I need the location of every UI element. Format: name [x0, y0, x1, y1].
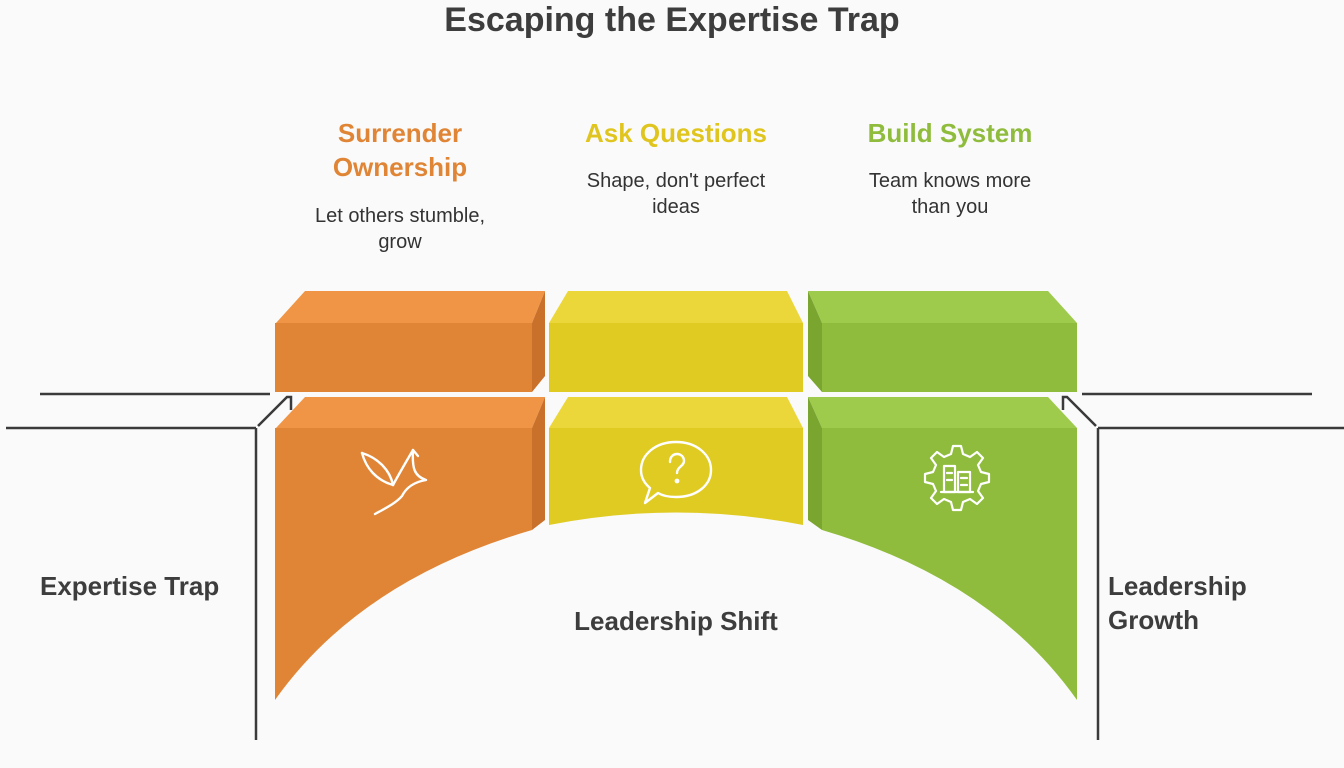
right-label-line: Growth [1108, 605, 1199, 635]
step-title-line: Surrender [337, 118, 463, 148]
step-title-line: Ownership [332, 152, 468, 182]
step-title-build-system: Build System [823, 116, 1077, 150]
gear-building-icon [923, 444, 991, 512]
right-bracket [1061, 395, 1097, 427]
ground-lines [6, 392, 1344, 740]
step-desc-line: Team knows more [868, 170, 1032, 192]
step-desc-line: Shape, don't perfect [586, 170, 766, 192]
step-desc-ask-questions: Shape, don't perfect ideas [549, 168, 803, 220]
ask-questions-top-block [549, 291, 803, 392]
step-desc-line: grow [378, 231, 422, 253]
step-title-surrender-ownership: Surrender Ownership [275, 116, 525, 184]
step-desc-line: Let others stumble, [314, 205, 486, 227]
question-bubble-icon [639, 440, 713, 505]
left-label-expertise-trap: Expertise Trap [40, 571, 220, 601]
surrender-ownership-arch-block [275, 397, 545, 700]
step-title-line: Ask Questions [584, 118, 768, 148]
page-title: Escaping the Expertise Trap [444, 1, 900, 39]
step-desc-build-system: Team knows more than you [823, 168, 1077, 220]
bird-icon [360, 448, 428, 516]
left-bracket [257, 395, 293, 427]
right-label-leadership-growth: Leadership Growth [1108, 569, 1247, 637]
step-desc-surrender-ownership: Let others stumble, grow [275, 203, 525, 255]
right-label-line: Leadership [1108, 571, 1247, 601]
build-system-top-block [808, 291, 1077, 392]
surrender-ownership-top-block [275, 291, 545, 392]
step-desc-line: than you [911, 196, 989, 218]
step-title-ask-questions: Ask Questions [549, 116, 803, 150]
center-label-leadership-shift: Leadership Shift [574, 606, 778, 636]
ask-questions-arch-block [549, 397, 803, 525]
step-title-line: Build System [867, 118, 1033, 148]
step-desc-line: ideas [652, 196, 700, 218]
build-system-arch-block [808, 397, 1077, 700]
